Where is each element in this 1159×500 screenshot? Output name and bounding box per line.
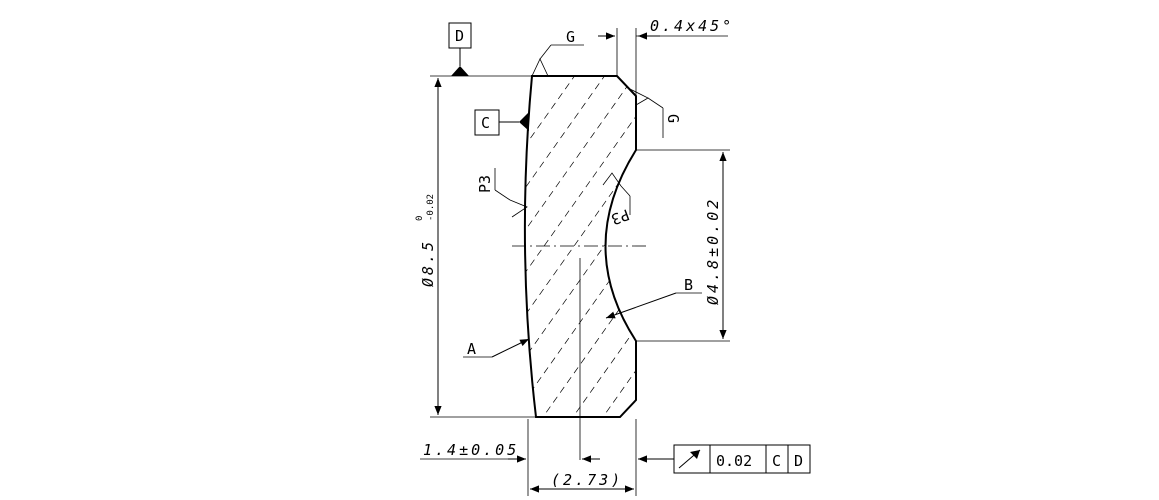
surface-label-a: A [463,338,530,358]
inner-diameter-dimension: Ø4.8±0.02 [636,149,730,342]
inner-diameter-value: Ø4.8±0.02 [704,197,722,305]
datum-c: C [474,109,529,136]
geometric-tolerance-frame: 0.02 C D [638,444,811,474]
surface-finish-p3-inner: P3 [602,172,632,228]
datum-c-triangle [519,113,529,131]
outer-diameter-upper-tol: 0 [415,216,425,221]
runout-arrow-icon [678,449,701,469]
surface-label-b: B [605,276,702,319]
edge-thickness-value: 1.4±0.05 [423,441,519,459]
chamfer-value: 0.4x45° [650,17,734,35]
center-thickness-dimension: (2.73) [530,419,637,496]
surface-p3-left-label: P3 [476,175,494,193]
outer-diameter-value: Ø8.5 [419,239,437,287]
datum-d-triangle [451,66,469,76]
chamfer-dimension: 0.4x45° [598,17,734,96]
surface-g-top-label: G [566,28,575,46]
datum-d-label: D [455,27,464,45]
surface-g-right-label: G [664,114,682,123]
tolerance-datum2: D [794,452,803,470]
surface-finish-g-right: G [629,88,682,138]
edge-thickness-dimension: 1.4±0.05 [420,419,600,496]
tolerance-datum2-cell [787,444,811,474]
datum-c-label: C [481,114,490,132]
center-thickness-value: (2.73) [551,471,623,489]
lens-outline [523,75,637,418]
surface-p3-inner-label: P3 [609,205,632,228]
outer-diameter-dimension: Ø8.5 0 -0.02 [415,75,536,418]
tolerance-value: 0.02 [716,452,752,470]
outer-diameter-lower-tol: -0.02 [426,194,436,221]
surface-b-label: B [684,276,693,294]
surface-finish-g-top: G [531,28,584,77]
datum-d: D [448,22,472,76]
lens-section [523,75,637,418]
surface-a-label: A [467,340,476,358]
tolerance-datum1: C [772,452,781,470]
tolerance-symbol-cell [673,444,711,474]
section-hatching [524,76,636,417]
surface-finish-p3-left: P3 [476,168,528,218]
